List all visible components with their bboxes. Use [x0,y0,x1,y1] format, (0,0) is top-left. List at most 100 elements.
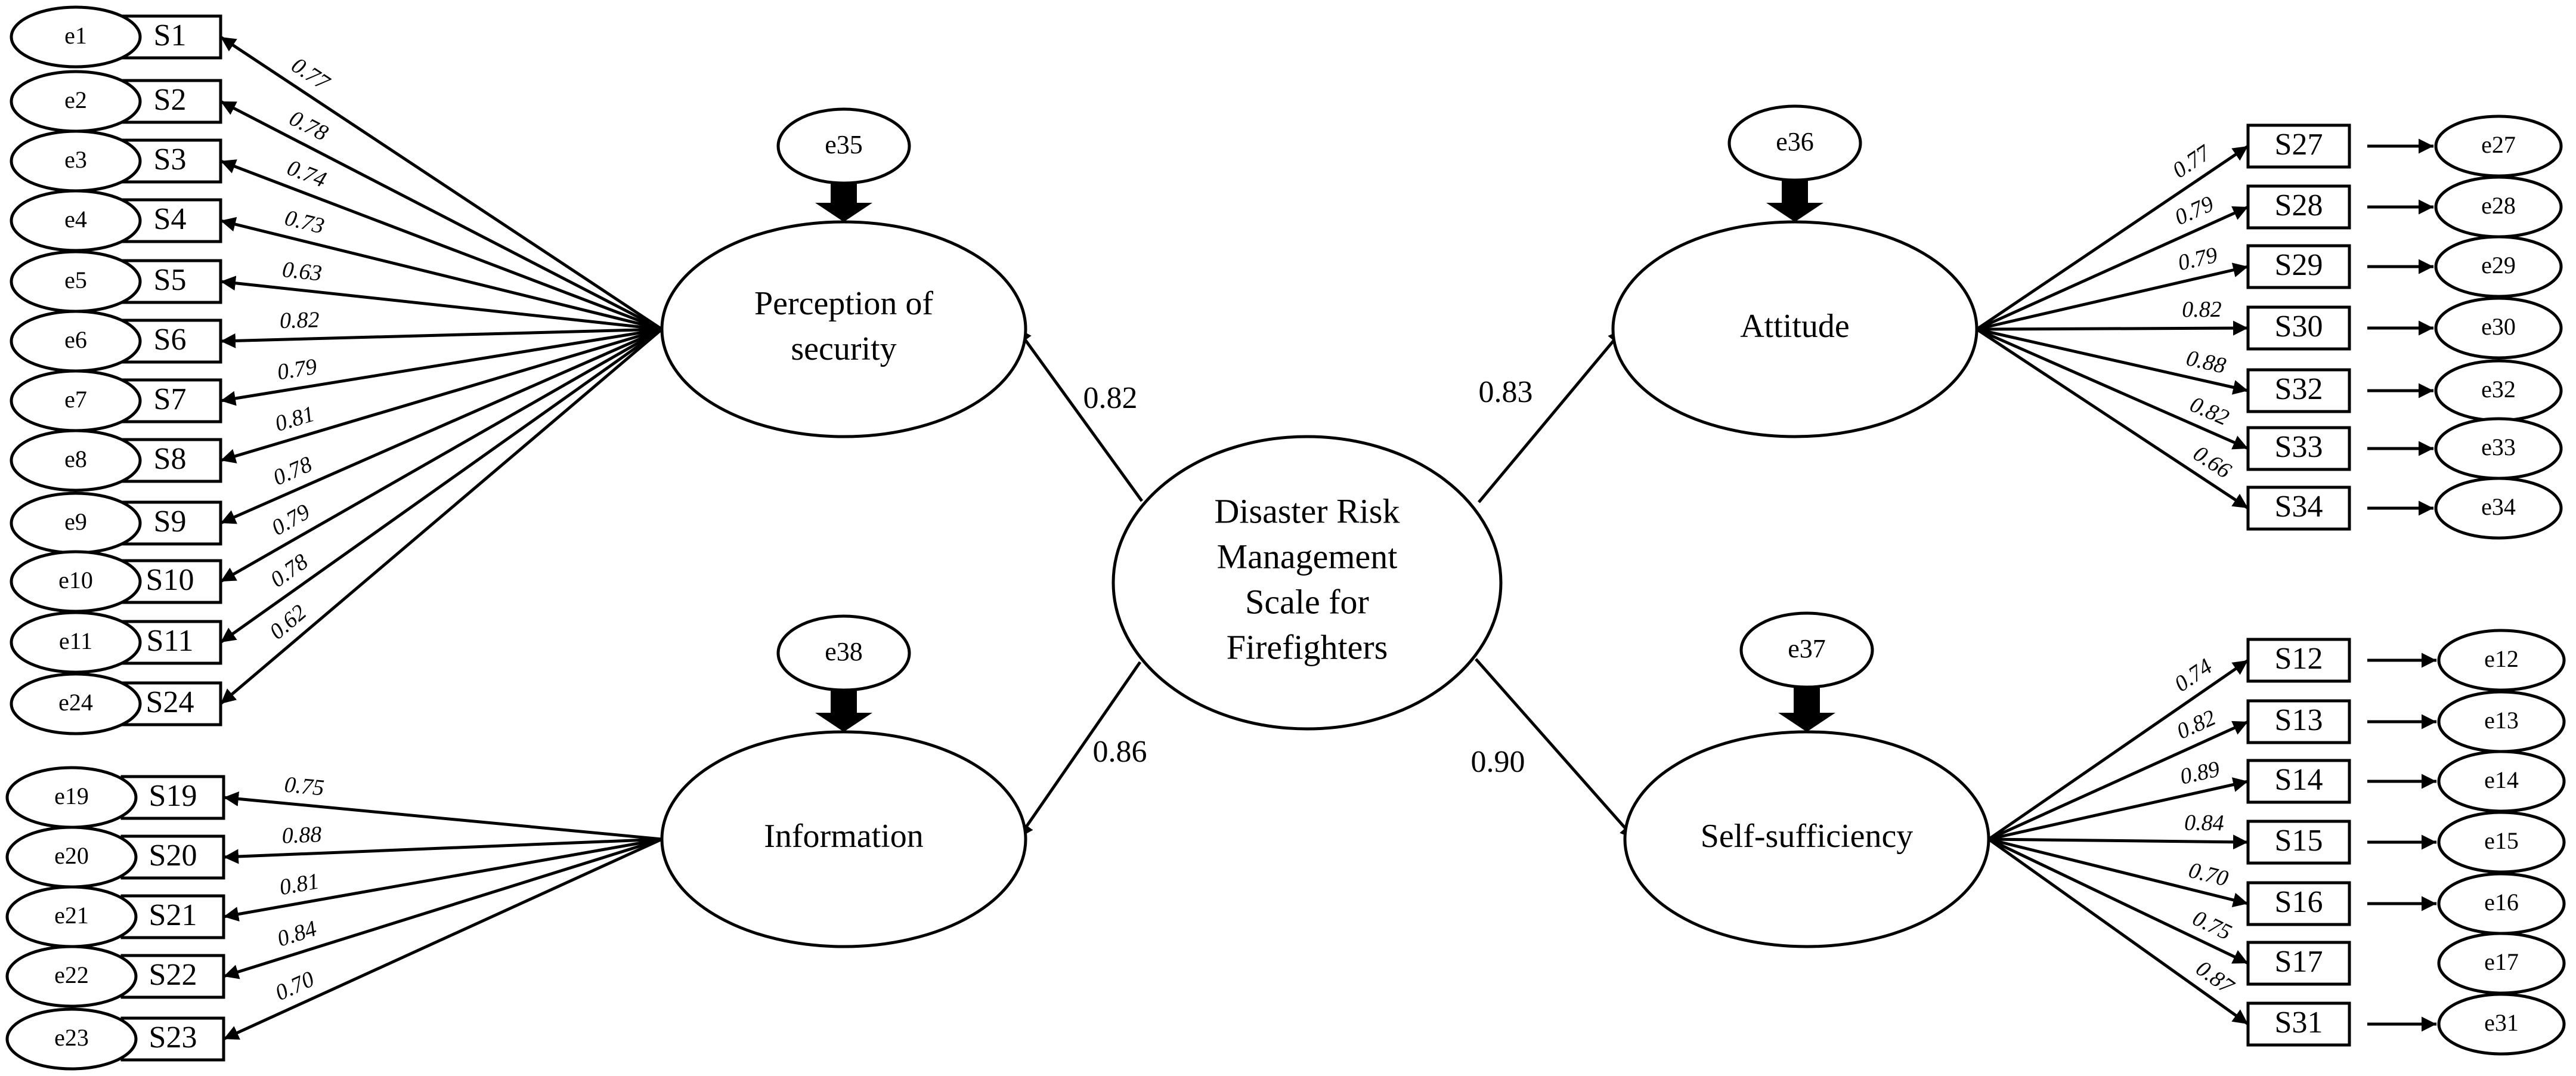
error-label: e1 [64,22,87,49]
item-label: S22 [149,958,197,992]
item-label: S32 [2275,372,2323,406]
item-box-S17 [2246,941,2351,986]
loading-label: 0.82 [280,307,320,333]
loading-path-S15 [1988,834,2249,850]
loading-label: 0.79 [267,499,314,540]
item-box-S23 [120,1016,225,1062]
error-label: e33 [2481,434,2516,460]
loading-path-S31 [1987,837,2249,1026]
item-label: S15 [2275,824,2323,858]
item-label: S8 [154,442,187,476]
item-box-S22 [120,954,225,999]
error-ellipse-e31 [2437,992,2566,1056]
loading-path-S33 [1976,327,2249,450]
loading-path-S8 [220,327,662,463]
second-order-loading-label: 0.90 [1471,745,1525,779]
item-label: S31 [2275,1006,2323,1040]
loading-path-S11 [219,327,663,644]
item-label: S4 [154,202,187,236]
error-ellipse-e29 [2434,235,2563,298]
item-box-S15 [2246,820,2351,865]
error-ellipse-e11 [10,611,142,674]
error-label: e27 [2481,131,2516,158]
factor-label-perception: Perception of [754,285,933,322]
central-construct-ellipse [1111,435,1503,731]
error-label: e19 [54,783,89,809]
item-label: S11 [147,624,194,658]
item-label: S24 [146,685,194,719]
loading-label: 0.88 [281,822,322,849]
loading-label: 0.79 [275,354,318,385]
second-order-path-perception [1015,327,1144,502]
loading-path-S28 [1976,205,2249,331]
second-order-path-information [1017,661,1142,839]
error-label: e2 [64,86,87,113]
loading-path-S1 [219,35,663,331]
error-label: e5 [64,267,87,293]
disturbance-label: e36 [1776,127,1814,156]
item-label: S29 [2275,248,2323,282]
loading-path-S20 [223,837,662,864]
loading-label: 0.63 [281,257,323,286]
central-construct-label: Disaster Risk [1215,491,1400,530]
error-ellipse-e24 [10,672,142,735]
error-label: e7 [64,386,87,413]
error-label: e15 [2484,827,2519,854]
item-label: S17 [2275,945,2323,979]
loading-label: 0.77 [287,52,335,96]
loading-path-S16 [1988,837,2249,908]
error-label: e17 [2484,948,2519,975]
second-order-loading-label: 0.83 [1479,375,1533,409]
error-label: e10 [58,567,93,593]
loading-path-S2 [219,100,663,331]
item-box-S31 [2246,1001,2351,1047]
factor-label-attitude: Attitude [1740,308,1850,345]
factor-ellipse-selfsuff [1623,730,1990,948]
loading-label: 0.84 [274,916,320,952]
loading-label: 0.70 [2186,858,2231,892]
loading-path-S34 [1976,327,2249,510]
loading-path-S30 [1976,320,2249,336]
error-label: e23 [54,1024,89,1051]
error-label: e4 [64,206,87,233]
item-box-S14 [2246,759,2351,804]
error-ellipse-e30 [2434,296,2563,360]
item-box-S32 [2246,368,2351,413]
item-label: S13 [2275,703,2323,737]
disturbance-ellipse-e38 [776,614,911,692]
item-label: S6 [154,323,187,357]
central-construct-label: Scale for [1245,582,1369,621]
item-label: S12 [2275,642,2323,676]
item-label: S2 [154,83,187,117]
loading-path-S27 [1976,144,2249,331]
error-ellipse-e15 [2437,811,2566,874]
second-order-loading-label: 0.86 [1093,735,1147,769]
item-label: S27 [2275,128,2323,162]
error-label: e6 [64,326,87,353]
disturbance-arrow [1766,180,1823,222]
loading-path-S9 [219,327,663,525]
loading-path-S10 [219,327,663,583]
loading-path-S5 [220,276,662,331]
second-order-path-selfsuff [1475,658,1636,840]
loading-label: 0.87 [2191,956,2239,1000]
loading-path-S23 [222,837,663,1041]
central-construct-label: Firefighters [1227,627,1388,666]
loading-path-S22 [223,837,662,979]
item-label: S28 [2275,188,2323,222]
item-label: S3 [154,143,187,177]
factor-label-perception: security [791,330,896,367]
error-label: e22 [54,961,89,988]
disturbance-label: e38 [825,637,863,666]
loading-path-S21 [223,837,662,922]
item-box-S30 [2246,305,2351,351]
error-label: e21 [54,902,89,929]
central-construct-label: Management [1217,537,1398,576]
loading-path-S3 [220,159,662,331]
item-label: S19 [149,779,197,813]
loading-path-S6 [220,327,662,348]
disturbance-label: e37 [1788,634,1826,663]
loading-label: 0.88 [2184,345,2228,379]
disturbance-arrow [1778,687,1835,732]
item-box-S13 [2246,699,2351,744]
